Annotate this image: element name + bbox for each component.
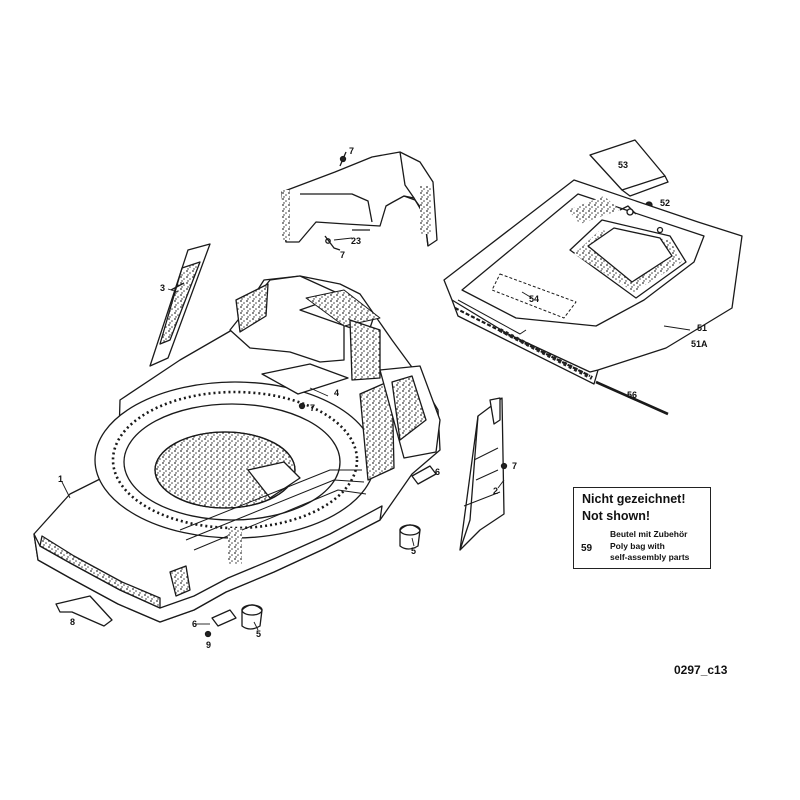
part-3-side-strip: [149, 243, 211, 367]
part-23-rear-flap: [281, 151, 438, 251]
label-part-9: 9: [206, 640, 212, 650]
legend-part-number: 59: [581, 543, 593, 554]
part-6-clip-bottom: [211, 609, 237, 627]
leader-lines: [61, 237, 691, 631]
label-part-5: 5: [411, 546, 417, 556]
label-part-7: 7: [349, 146, 355, 156]
label-part-51: 51: [697, 323, 708, 333]
part-53-flap: [589, 139, 669, 197]
part-6-clip-right: [411, 465, 437, 485]
label-part-56: 56: [627, 390, 638, 400]
part-8-plate: [55, 595, 113, 627]
part-51-grass-box-lid: [443, 179, 743, 385]
label-part-3: 3: [160, 283, 166, 293]
not-shown-legend: Nicht gezeichnet! Not shown! 59 Beutel m…: [573, 487, 711, 569]
legend-desc-en-2: self-assembly parts: [610, 552, 690, 562]
legend-title-de: Nicht gezeichnet!: [582, 492, 686, 506]
part-5-cap-right: [399, 524, 421, 550]
part-56-rod: [595, 380, 669, 416]
part-1-mower-deck: [33, 275, 441, 623]
label-part-7: 7: [310, 403, 316, 413]
diagram-code: 0297_c13: [674, 663, 728, 677]
legend-desc-en-1: Poly bag with: [610, 541, 665, 551]
label-part-51a: 51A: [691, 339, 708, 349]
label-part-23: 23: [351, 236, 362, 246]
label-part-1: 1: [58, 474, 64, 484]
label-part-7: 7: [340, 250, 346, 260]
part-9-screw: [204, 630, 212, 638]
part-2-side-strip: [459, 397, 505, 551]
label-part-6: 6: [435, 467, 441, 477]
label-part-5: 5: [256, 629, 262, 639]
label-part-2: 2: [493, 486, 499, 496]
screw-7-b: [500, 462, 508, 470]
label-part-52: 52: [660, 198, 671, 208]
label-part-6: 6: [192, 619, 198, 629]
label-part-4: 4: [334, 388, 340, 398]
label-part-53: 53: [618, 160, 629, 170]
part-5-cap-bottom: [241, 604, 263, 630]
label-part-8: 8: [70, 617, 76, 627]
label-part-7: 7: [512, 461, 518, 471]
legend-title-en: Not shown!: [582, 509, 651, 523]
label-part-54: 54: [529, 294, 540, 304]
legend-desc-de: Beutel mit Zubehör: [610, 529, 688, 539]
screw-7-a: [298, 402, 306, 410]
